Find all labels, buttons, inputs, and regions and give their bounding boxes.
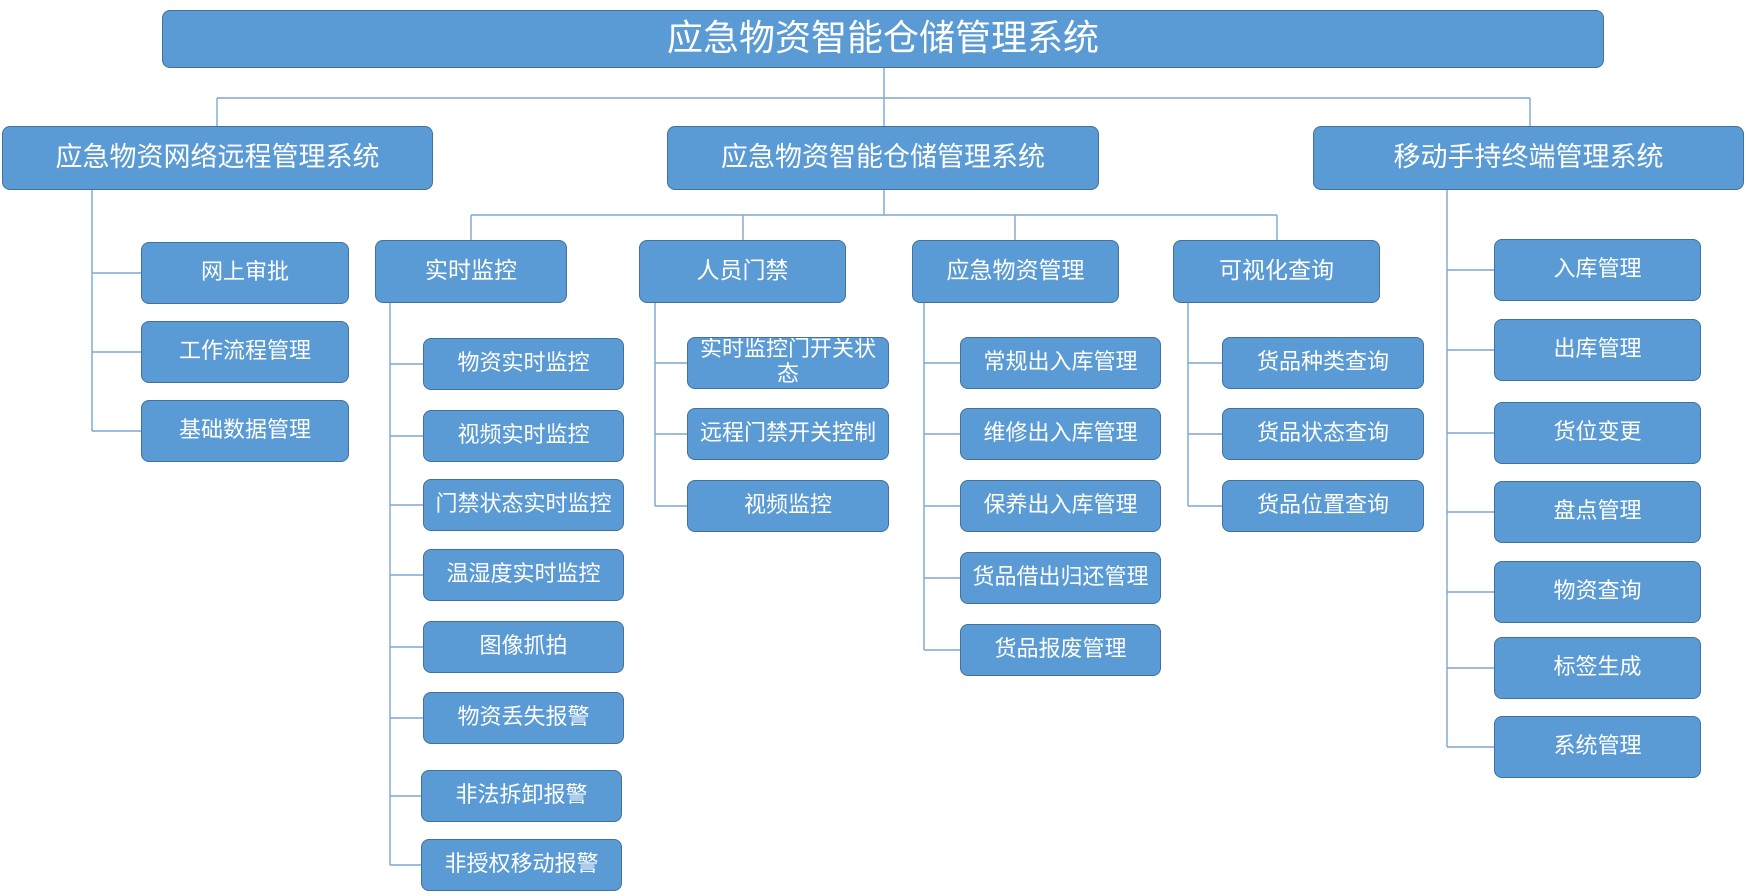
item-outbound-management: 出库管理 [1494, 319, 1701, 381]
item-image-capture: 图像抓拍 [423, 621, 624, 673]
item-routine-inout: 常规出入库管理 [960, 337, 1161, 389]
item-video-realtime-monitoring: 视频实时监控 [423, 410, 624, 462]
system-smart-warehouse: 应急物资智能仓储管理系统 [667, 126, 1099, 190]
item-inventory-check: 盘点管理 [1494, 481, 1701, 543]
item-online-approval: 网上审批 [141, 242, 349, 304]
item-inbound-management: 入库管理 [1494, 239, 1701, 301]
item-category-query: 货品种类查询 [1222, 337, 1424, 389]
item-temperature-humidity-monitoring: 温湿度实时监控 [423, 549, 624, 601]
item-supplies-realtime-monitoring: 物资实时监控 [423, 338, 624, 390]
item-location-change: 货位变更 [1494, 402, 1701, 464]
item-supplies-loss-alarm: 物资丢失报警 [423, 692, 624, 744]
item-supplies-query: 物资查询 [1494, 561, 1701, 623]
item-video-monitoring: 视频监控 [687, 480, 889, 532]
item-location-query: 货品位置查询 [1222, 480, 1424, 532]
item-scrap-management: 货品报废管理 [960, 624, 1161, 676]
item-door-status-monitoring: 门禁状态实时监控 [423, 479, 624, 531]
module-visual-query: 可视化查询 [1173, 240, 1380, 303]
item-system-management: 系统管理 [1494, 716, 1701, 778]
item-maintenance-inout: 保养出入库管理 [960, 480, 1161, 532]
root-node: 应急物资智能仓储管理系统 [162, 10, 1604, 68]
system-remote-network: 应急物资网络远程管理系统 [2, 126, 433, 190]
module-supplies-management: 应急物资管理 [912, 240, 1119, 303]
item-repair-inout: 维修出入库管理 [960, 408, 1161, 460]
item-remote-door-control: 远程门禁开关控制 [687, 408, 889, 460]
item-lend-return: 货品借出归还管理 [960, 552, 1161, 604]
item-door-open-status: 实时监控门开关状态 [687, 337, 889, 389]
module-access-control: 人员门禁 [639, 240, 846, 303]
item-label-generation: 标签生成 [1494, 637, 1701, 699]
item-illegal-disassembly-alarm: 非法拆卸报警 [421, 770, 622, 822]
system-mobile-terminal: 移动手持终端管理系统 [1313, 126, 1744, 190]
item-workflow-management: 工作流程管理 [141, 321, 349, 383]
item-status-query: 货品状态查询 [1222, 408, 1424, 460]
item-basic-data-management: 基础数据管理 [141, 400, 349, 462]
item-unauthorized-movement-alarm: 非授权移动报警 [421, 839, 622, 891]
module-realtime-monitoring: 实时监控 [375, 240, 567, 303]
